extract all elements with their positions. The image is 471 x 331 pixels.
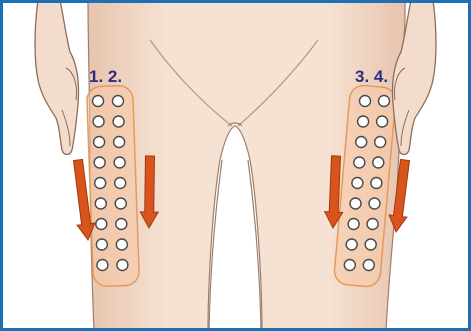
injection-dot xyxy=(373,157,384,168)
injection-dot xyxy=(97,260,108,271)
injection-dot xyxy=(365,239,376,250)
injection-dot xyxy=(348,219,359,230)
injection-dot xyxy=(344,260,355,271)
injection-dot xyxy=(360,96,371,107)
injection-dot xyxy=(114,157,125,168)
injection-dot xyxy=(346,239,357,250)
injection-dot xyxy=(117,260,128,271)
injection-dot xyxy=(367,219,378,230)
injection-dot xyxy=(96,239,107,250)
injection-dot xyxy=(371,178,382,189)
injection-dot xyxy=(116,239,127,250)
injection-dot xyxy=(93,96,104,107)
injection-dot xyxy=(363,260,374,271)
injection-dot xyxy=(375,137,386,148)
injection-dot xyxy=(354,157,365,168)
injection-dot xyxy=(369,198,380,209)
injection-dot xyxy=(115,178,126,189)
label-sites-3-4: 3. 4. xyxy=(355,67,388,86)
injection-dot xyxy=(356,137,367,148)
injection-dot xyxy=(94,157,105,168)
injection-dot xyxy=(115,198,126,209)
label-sites-1-2: 1. 2. xyxy=(89,67,122,86)
injection-dot xyxy=(95,178,106,189)
injection-dot xyxy=(94,137,105,148)
injection-dot xyxy=(352,178,363,189)
injection-dot xyxy=(113,116,124,127)
injection-dot xyxy=(358,116,369,127)
injection-dot xyxy=(350,198,361,209)
injection-dot xyxy=(113,96,124,107)
injection-dot xyxy=(377,116,388,127)
injection-dot xyxy=(96,219,107,230)
injection-dot xyxy=(379,96,390,107)
injection-zone-left xyxy=(87,85,140,286)
injection-dot xyxy=(93,116,104,127)
injection-dot xyxy=(95,198,106,209)
injection-dot xyxy=(116,219,127,230)
injection-dot xyxy=(114,137,125,148)
